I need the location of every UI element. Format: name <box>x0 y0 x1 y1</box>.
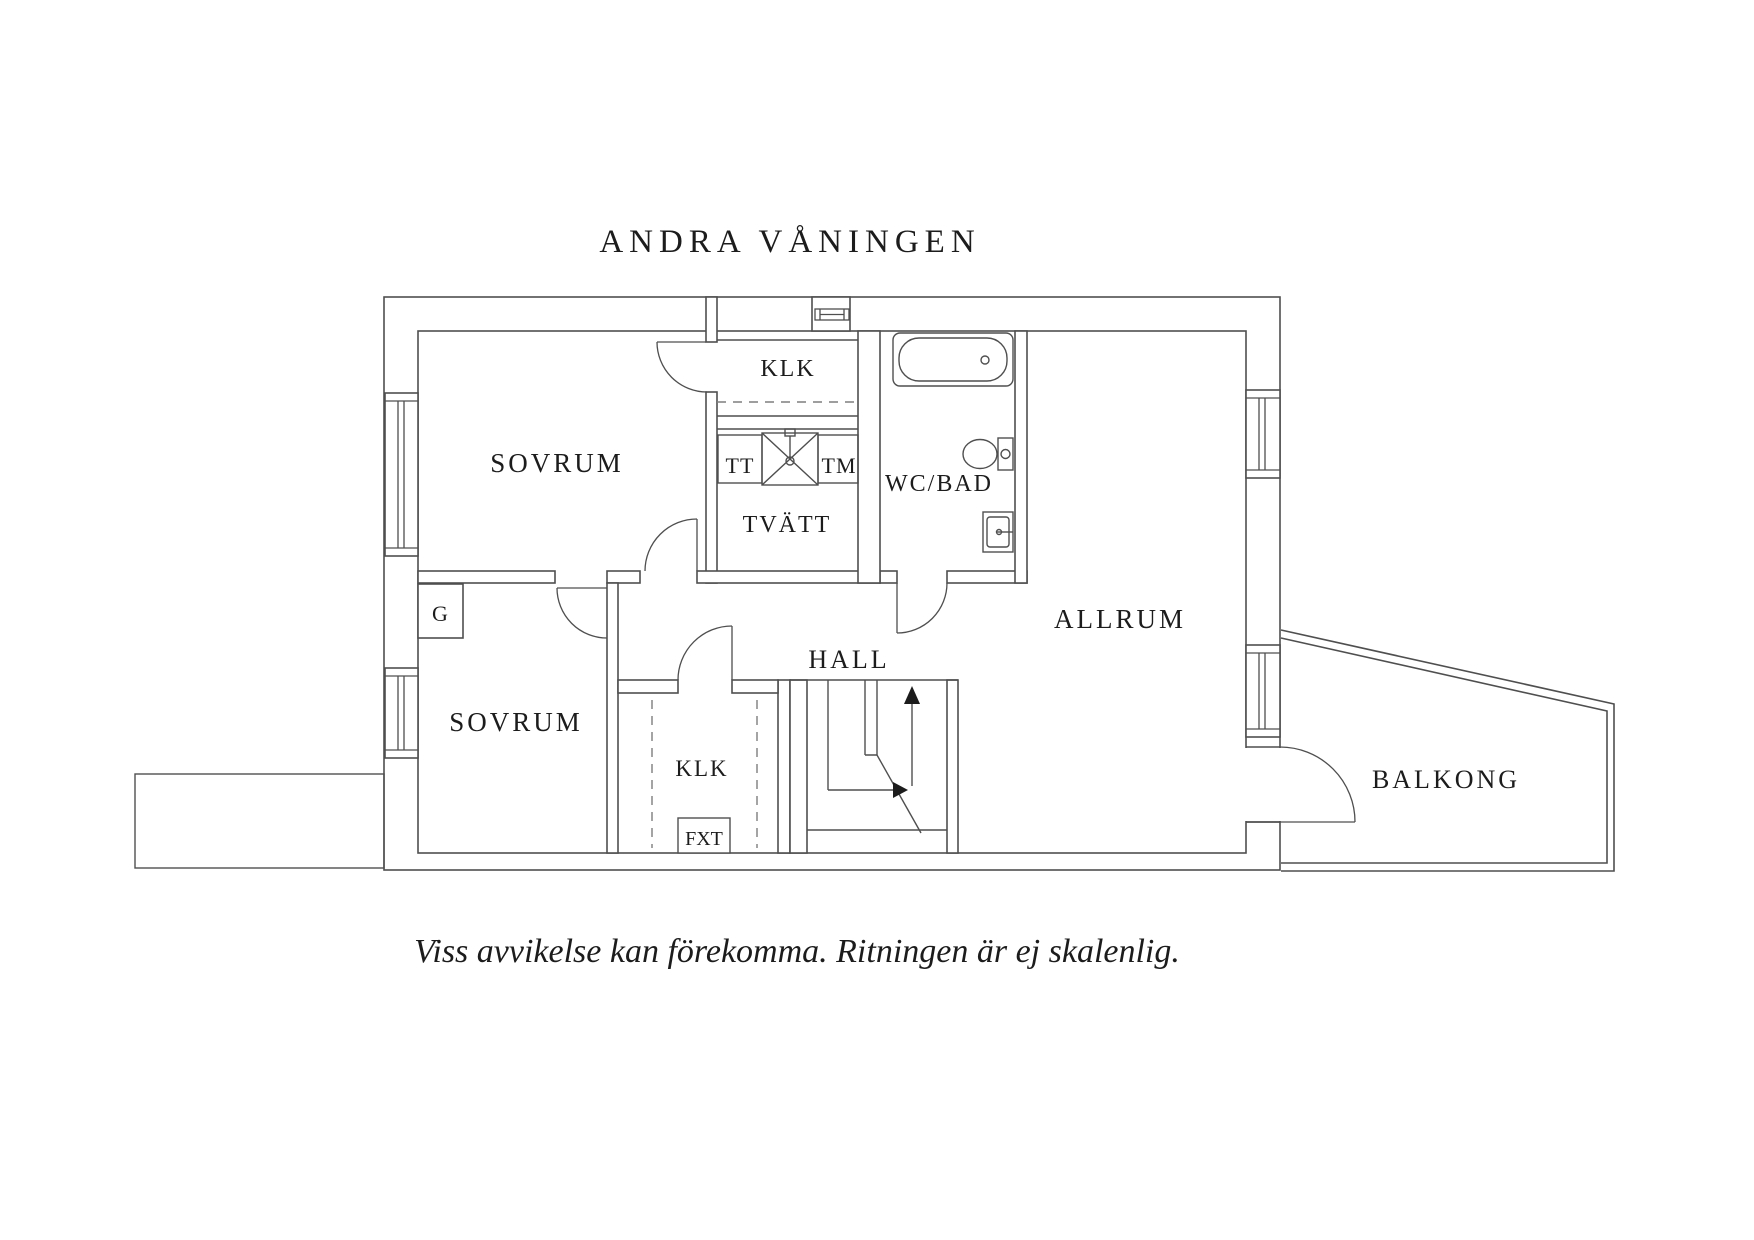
fixture-label-dryer: TT <box>726 453 755 478</box>
stairs-icon <box>790 679 958 834</box>
fixture-label-fxt: FXT <box>685 828 723 850</box>
sink-icon <box>982 511 1014 553</box>
closet-dashed-lines <box>651 401 858 848</box>
stairs-turn-arrow <box>893 782 908 798</box>
balcony-door-opening <box>1243 746 1283 823</box>
room-label-klk-top: KLK <box>760 356 815 382</box>
room-label-wcbad: WC/BAD <box>885 471 993 497</box>
door-arc-icon-sovrum2-entry <box>556 587 608 639</box>
toilet-icon <box>962 437 1014 471</box>
bathtub-icon <box>892 332 1014 387</box>
room-label-sovrum-top: SOVRUM <box>490 448 624 478</box>
fixture-label-washer: TM <box>822 453 857 478</box>
room-label-hall: HALL <box>808 645 889 674</box>
room-label-klk-bottom: KLK <box>675 756 728 781</box>
door-arc-icon-sovrum1-klk <box>656 341 708 393</box>
room-labels: SOVRUM SOVRUM KLK KLK TVÄTT WC/BAD ALLRU… <box>432 356 1520 850</box>
door-arc-icon-wcbad-entry <box>896 582 948 634</box>
room-label-balkong: BALKONG <box>1372 765 1520 794</box>
plan-linework <box>134 296 1615 872</box>
interior-walls <box>417 296 1028 854</box>
window-icon-left-1 <box>384 392 419 557</box>
fxt-box <box>677 817 731 854</box>
room-label-sovrum-bottom: SOVRUM <box>449 707 583 737</box>
room-label-tvatt: TVÄTT <box>743 512 832 538</box>
window-icon-right-2 <box>1245 644 1281 738</box>
footer-disclaimer: Viss avvikelse kan förekomma. Ritningen … <box>414 933 1180 970</box>
annex-outline <box>134 773 385 869</box>
washer-box <box>817 434 859 484</box>
balcony-outline <box>1280 629 1615 872</box>
door-arc-icon-sovrum1-entry <box>644 518 698 572</box>
wardrobe-box <box>417 583 464 639</box>
window-icon-left-2 <box>384 667 419 759</box>
stairs-up-arrow <box>904 686 920 704</box>
door-arc-icon-klk2-entry <box>677 625 733 681</box>
page-title: ANDRA VÅNINGEN <box>599 223 980 260</box>
fixture-label-wardrobe: G <box>432 601 448 626</box>
door-arc-icon-balcony <box>1279 746 1356 823</box>
exterior-walls <box>383 296 1281 871</box>
window-icon-right-1 <box>1245 389 1281 479</box>
room-label-allrum: ALLRUM <box>1054 604 1186 634</box>
vent-icon <box>811 296 851 332</box>
